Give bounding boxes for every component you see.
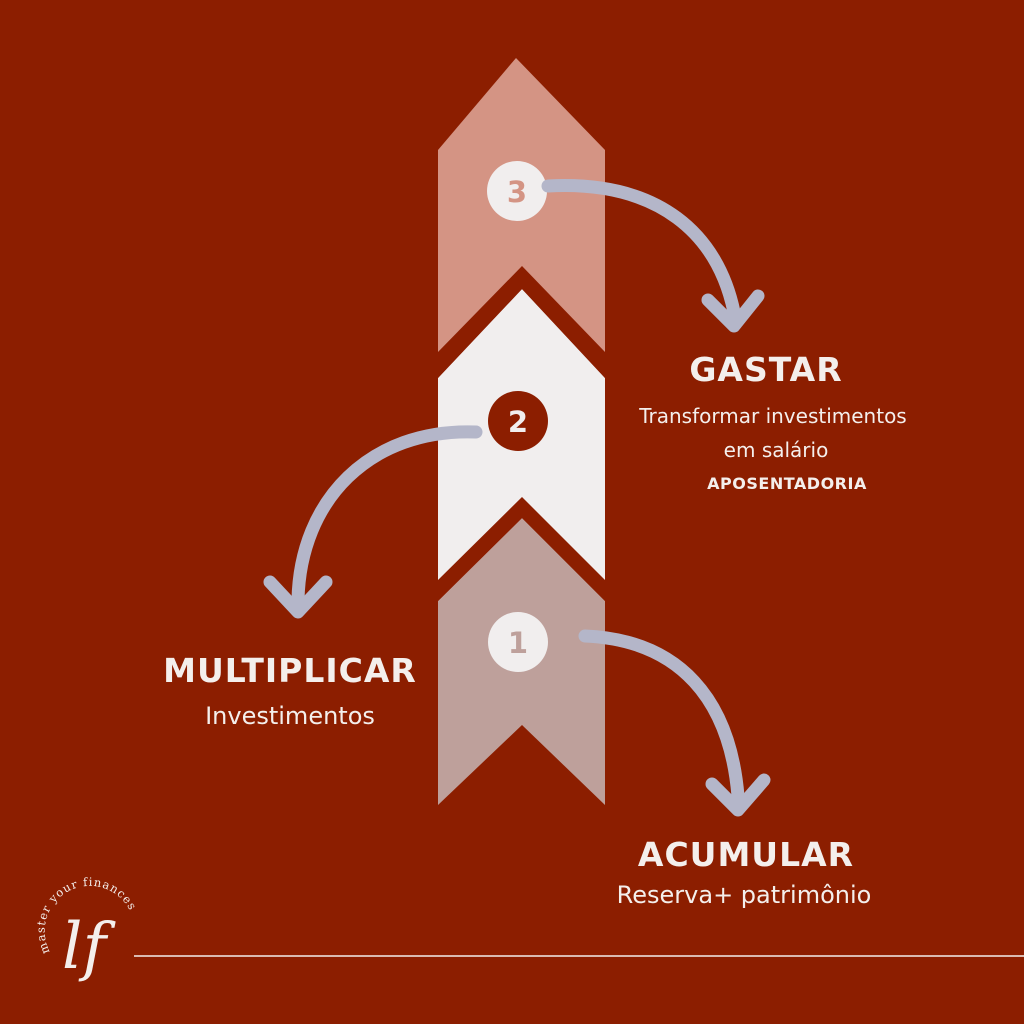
stage-3-labels: GASTAR Transformar investimentos em salá… [638,350,906,493]
stage-2-subtitle: Investimentos [205,702,375,730]
connector-2-head [263,575,333,619]
connector-2-curve [291,425,483,607]
connector-3-curve [541,179,741,319]
stage-3-description-line-2: em salário [724,438,829,462]
badge-1-number: 1 [508,626,528,660]
chevron-gap-lower [438,497,605,601]
stage-3-description-line-1: Transformar investimentos [638,404,906,428]
connector-1-head [705,773,771,817]
badge-3-number: 3 [507,175,527,209]
connector-1-curve [578,629,745,803]
badge-2-number: 2 [508,405,528,439]
stage-2-labels: MULTIPLICAR Investimentos [163,651,417,730]
stage-1-labels: ACUMULAR Reserva+ patrimônio [617,835,872,909]
connector-arrow-1 [578,629,771,817]
badge-1-circle [488,612,548,672]
connector-arrow-2 [263,425,483,619]
chevron-gap-upper [438,266,605,378]
stage-3-tag: APOSENTADORIA [707,474,867,493]
stage-1-title: ACUMULAR [638,835,854,874]
connector-arrow-3 [541,179,765,333]
badge-3: 3 [487,161,547,221]
badge-2-circle [488,391,548,451]
badge-1: 1 [488,612,548,672]
connector-3-head [701,289,765,333]
stage-1-subtitle: Reserva+ patrimônio [617,881,872,909]
stage-2-title: MULTIPLICAR [163,651,417,690]
badge-2: 2 [488,391,548,451]
badge-3-circle [487,161,547,221]
stage-3-title: GASTAR [689,350,842,389]
